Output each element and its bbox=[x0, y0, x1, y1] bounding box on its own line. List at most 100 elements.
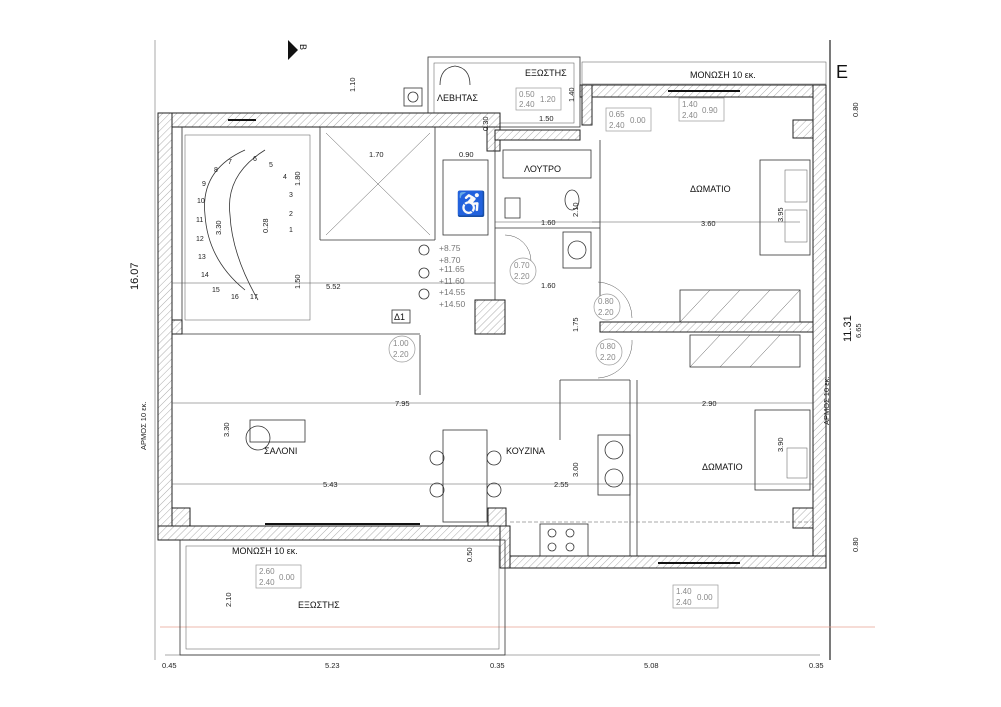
section-arrow-icon bbox=[288, 40, 298, 60]
bathtub bbox=[502, 149, 592, 179]
stair-number: 15 bbox=[212, 287, 220, 294]
level-target-icon bbox=[418, 267, 430, 279]
stair-number: 7 bbox=[228, 159, 232, 166]
dimension: 7.95 bbox=[395, 399, 410, 408]
stair-number: 9 bbox=[202, 181, 206, 188]
stair-number: 4 bbox=[283, 174, 287, 181]
dimension: 3.90 bbox=[776, 437, 785, 452]
staircase: 7 6 8 5 9 4 10 3 11 2 1 12 13 14 15 16 1… bbox=[184, 134, 311, 321]
level-value: +8.75 bbox=[439, 243, 461, 253]
svg-text:1.40: 1.40 bbox=[682, 100, 698, 109]
stair-number: 17 bbox=[250, 294, 258, 301]
balcony-bottom bbox=[179, 539, 506, 656]
stair-number: 5 bbox=[269, 162, 273, 169]
stair-number: 3 bbox=[289, 192, 293, 199]
dimension: 0.30 bbox=[481, 116, 490, 131]
bed-1 bbox=[759, 159, 811, 256]
room-label-bathroom: ΛΟΥΤΡΟ bbox=[524, 164, 561, 174]
stair-number: 1 bbox=[289, 227, 293, 234]
toilet bbox=[564, 189, 580, 211]
stair-number: 6 bbox=[253, 156, 257, 163]
dimension: 5.43 bbox=[323, 480, 338, 489]
door-swing bbox=[504, 234, 532, 262]
svg-text:0.65: 0.65 bbox=[609, 110, 625, 119]
cooktop bbox=[539, 523, 589, 557]
stair-number: 12 bbox=[196, 236, 204, 243]
dimension: 1.75 bbox=[571, 317, 580, 332]
dimension: 0.50 bbox=[465, 547, 474, 562]
dimension: 0.90 bbox=[459, 150, 474, 159]
level-marks: +8.75 +8.70 +11.65 +11.60 +14.55 +14.50 … bbox=[391, 243, 466, 324]
dimension: 5.08 bbox=[644, 661, 659, 670]
insulation-label-bottom: ΜΟΝΩΣΗ 10 εκ. bbox=[232, 546, 298, 556]
walls bbox=[157, 84, 827, 569]
wardrobe-1 bbox=[679, 289, 801, 323]
dimension: 3.00 bbox=[571, 462, 580, 477]
dimension: 3.95 bbox=[776, 207, 785, 222]
opening-tag: 0.652.400.00 bbox=[605, 107, 652, 132]
door-swing bbox=[597, 339, 633, 379]
room-label-balcony-bottom: ΕΞΩΣΤΗΣ bbox=[298, 600, 340, 610]
svg-text:2.20: 2.20 bbox=[514, 272, 530, 281]
bed-2 bbox=[754, 409, 811, 491]
svg-text:2.40: 2.40 bbox=[519, 100, 535, 109]
dimension: 1.50 bbox=[539, 114, 554, 123]
dimension: 0.35 bbox=[809, 661, 824, 670]
room-label-bedroom-1: ΔΩΜΑΤΙΟ bbox=[690, 184, 731, 194]
dimension: 3.60 bbox=[701, 219, 716, 228]
sink-kitchen bbox=[597, 434, 631, 496]
level-target-icon bbox=[418, 244, 430, 256]
room-label-balcony-top: ΕΞΩΣΤΗΣ bbox=[525, 68, 567, 78]
svg-text:0.00: 0.00 bbox=[279, 573, 295, 582]
dimension-total: 16.07 bbox=[129, 262, 141, 290]
level-mark: Δ1 bbox=[394, 312, 405, 322]
dimension: 5.52 bbox=[326, 282, 341, 291]
svg-text:0.80: 0.80 bbox=[598, 297, 614, 306]
room-label-boiler: ΛΕΒΗΤΑΣ bbox=[437, 93, 478, 103]
svg-text:0.70: 0.70 bbox=[514, 261, 530, 270]
sink bbox=[504, 197, 521, 219]
dimension-total: 11.31 bbox=[842, 315, 854, 342]
dimension: 1.10 bbox=[348, 77, 357, 92]
dimension: 1.80 bbox=[293, 171, 302, 186]
interior-lines bbox=[172, 90, 813, 564]
stair-number: 14 bbox=[201, 272, 209, 279]
level-value: +14.50 bbox=[439, 299, 466, 309]
opening-tag: 2.602.400.00 bbox=[255, 564, 302, 589]
armchair bbox=[245, 425, 271, 451]
door-swing bbox=[597, 281, 633, 319]
dimension: 0.45 bbox=[162, 661, 177, 670]
dimension: 5.23 bbox=[325, 661, 340, 670]
room-label-bedroom-2: ΔΩΜΑΤΙΟ bbox=[702, 462, 743, 472]
stair-number: 8 bbox=[214, 167, 218, 174]
dining-table bbox=[442, 429, 488, 523]
svg-text:2.40: 2.40 bbox=[676, 598, 692, 607]
wardrobe-2 bbox=[689, 334, 801, 368]
opening-tag: 0.70 2.20 bbox=[509, 257, 537, 285]
opening-tag: 0.80 2.20 bbox=[595, 338, 623, 366]
svg-text:2.20: 2.20 bbox=[598, 308, 614, 317]
room-label-living: ΣΑΛΟΝΙ bbox=[264, 446, 297, 456]
stair-number: 10 bbox=[197, 198, 205, 205]
svg-text:1.00: 1.00 bbox=[393, 339, 409, 348]
dimension: 2.55 bbox=[554, 480, 569, 489]
dimension: 1.70 bbox=[369, 150, 384, 159]
level-value: +14.55 bbox=[439, 287, 466, 297]
dimension: 0.80 bbox=[851, 537, 860, 552]
svg-text:0.90: 0.90 bbox=[702, 106, 718, 115]
joint-label-right: ΑΡΜΟΣ 10 εκ. bbox=[822, 377, 831, 425]
stair-number: 13 bbox=[198, 254, 206, 261]
dimension: 0.35 bbox=[490, 661, 505, 670]
stair-number: 16 bbox=[231, 294, 239, 301]
dimension: 0.28 bbox=[261, 218, 270, 233]
svg-text:2.20: 2.20 bbox=[600, 353, 616, 362]
svg-text:0.80: 0.80 bbox=[600, 342, 616, 351]
joint-label-left: ΑΡΜΟΣ 10 εκ. bbox=[139, 402, 148, 450]
dimension: 2.10 bbox=[224, 592, 233, 607]
svg-text:2.20: 2.20 bbox=[393, 350, 409, 359]
dimension: 1.60 bbox=[541, 218, 556, 227]
svg-text:1.20: 1.20 bbox=[540, 95, 556, 104]
opening-tag: 1.402.400.00 bbox=[672, 584, 719, 609]
insulation-label-top: ΜΟΝΩΣΗ 10 εκ. bbox=[690, 70, 756, 80]
washing-machine bbox=[562, 231, 592, 269]
